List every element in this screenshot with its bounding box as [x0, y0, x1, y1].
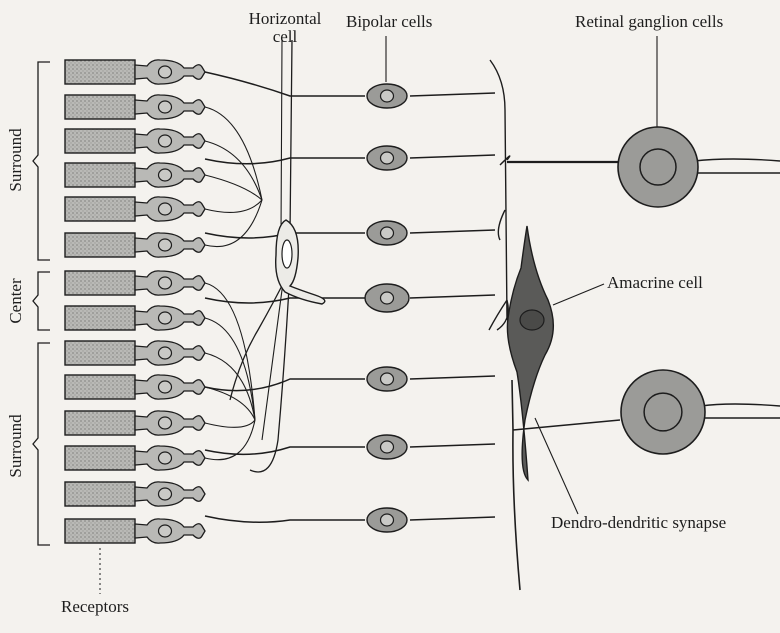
bipolar-dendrite [205, 72, 365, 96]
bipolar-dendrite [205, 379, 365, 391]
horizontal-cell-label-line2: cell [240, 28, 330, 46]
amacrine-cell-label: Amacrine cell [607, 274, 703, 292]
ganglion-cell-nucleus [640, 149, 676, 185]
horizontal-cell-dendrite [205, 107, 262, 200]
ganglion-dendrites-lower [512, 380, 620, 590]
ganglion-output-axon [694, 159, 780, 173]
bipolar-axon [410, 230, 495, 233]
horizontal-cell-label: Horizontal cell [240, 10, 330, 46]
amacrine-leader [553, 284, 604, 305]
receptor-nucleus [159, 239, 172, 251]
bipolar-dendrite [205, 298, 365, 303]
bipolar-cell-nucleus [381, 90, 394, 102]
receptor-outer-segment [65, 306, 135, 330]
receptor-nucleus [159, 169, 172, 181]
bipolar-dendrite [205, 516, 365, 522]
bipolar-cells-label: Bipolar cells [346, 13, 432, 31]
center-label: Center [6, 269, 26, 333]
receptor-outer-segment [65, 375, 135, 399]
bipolar-cell-nucleus [381, 373, 394, 385]
horizontal-cell-dendrite [205, 420, 255, 427]
receptor-outer-segment [65, 519, 135, 543]
receptors-label: Receptors [61, 598, 129, 616]
receptor-nucleus [159, 277, 172, 289]
neuron-cells [276, 84, 705, 532]
horizontal-cell-dendrite [205, 200, 262, 212]
receptor-outer-segment [65, 60, 135, 84]
surround-bottom-bracket [33, 343, 50, 545]
receptor-outer-segment [65, 197, 135, 221]
neural-connections [205, 40, 780, 590]
ganglion-dendrites-upper [489, 60, 510, 330]
receptor-outer-segment [65, 129, 135, 153]
amacrine-cell [507, 226, 553, 480]
horizontal-cell-dendrite [205, 175, 262, 200]
ganglion-output-axon [701, 404, 780, 418]
receptor-nucleus [159, 66, 172, 78]
receptor-nucleus [159, 452, 172, 464]
receptor-nucleus [159, 417, 172, 429]
receptor-outer-segment [65, 411, 135, 435]
bipolar-axon [410, 444, 495, 447]
receptor-nucleus [159, 135, 172, 147]
bipolar-cell-nucleus [381, 227, 394, 239]
bipolar-axon [410, 93, 495, 96]
receptor-nucleus [159, 488, 172, 500]
bipolar-dendrite [205, 158, 365, 164]
bipolar-dendrite [205, 447, 365, 454]
bipolar-axon [410, 295, 495, 298]
receptor-outer-segment [65, 233, 135, 257]
bipolar-axon [410, 155, 495, 158]
receptor-nucleus [159, 203, 172, 215]
retinal-ganglion-cells-label: Retinal ganglion cells [575, 13, 723, 31]
receptor-outer-segment [65, 163, 135, 187]
ganglion-cell-nucleus [644, 393, 682, 431]
bipolar-cell-nucleus [381, 292, 394, 304]
center-bracket [33, 272, 50, 330]
receptor-outer-segment [65, 482, 135, 506]
receptor-nucleus [159, 101, 172, 113]
receptor-outer-segment [65, 341, 135, 365]
horizontal-cell-dendrite [205, 141, 262, 200]
receptor-column [65, 60, 205, 543]
receptor-nucleus [159, 525, 172, 537]
surround-bottom-label: Surround [6, 406, 26, 486]
bipolar-cell-nucleus [381, 152, 394, 164]
dendro-dendritic-synapse-label: Dendro-dendritic synapse [551, 514, 726, 532]
receptor-outer-segment [65, 446, 135, 470]
surround-top-bracket [33, 62, 50, 260]
horizontal-cell-label-line1: Horizontal [240, 10, 330, 28]
amacrine-cell-nucleus [520, 310, 544, 330]
horizontal-cell-dendrite [205, 318, 255, 420]
bipolar-cell-nucleus [381, 514, 394, 526]
receptor-nucleus [159, 347, 172, 359]
bipolar-cell-nucleus [381, 441, 394, 453]
synapse-leader [535, 418, 578, 514]
receptive-field-brackets [33, 62, 50, 545]
bipolar-axon [410, 517, 495, 520]
receptor-nucleus [159, 381, 172, 393]
bipolar-axon [410, 376, 495, 379]
receptor-outer-segment [65, 95, 135, 119]
receptor-nucleus [159, 312, 172, 324]
surround-top-label: Surround [6, 120, 26, 200]
horizontal-cell-nucleus [282, 240, 292, 268]
receptor-outer-segment [65, 271, 135, 295]
